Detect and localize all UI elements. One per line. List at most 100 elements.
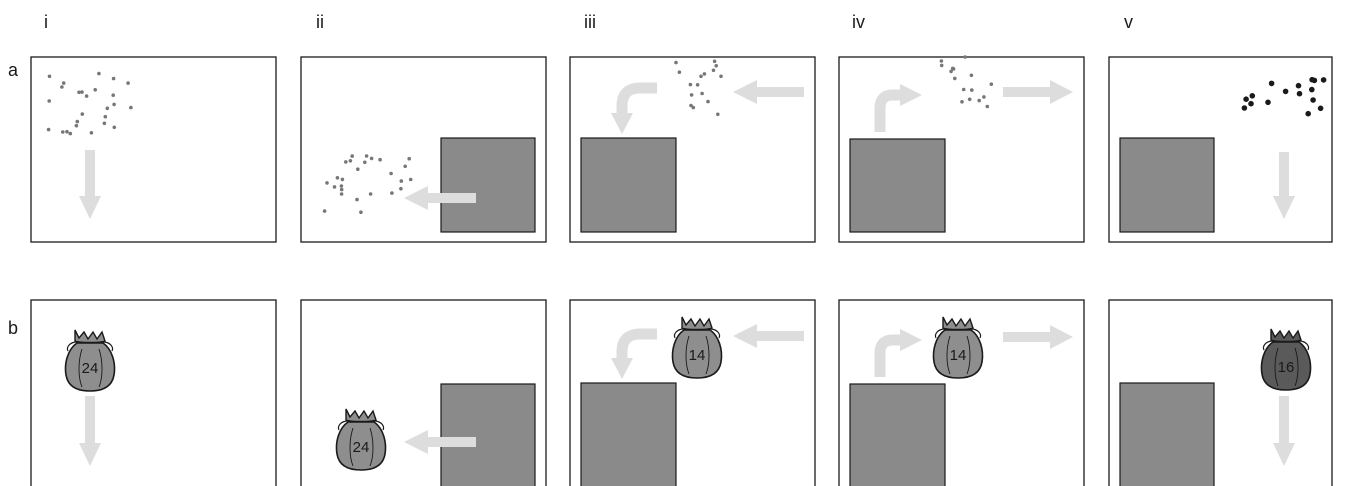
row-label-b: b xyxy=(8,318,18,338)
dot xyxy=(60,85,64,89)
dot xyxy=(1296,90,1303,97)
occluder-block xyxy=(849,383,946,486)
dot-cloud xyxy=(939,55,994,109)
dot xyxy=(985,104,990,109)
dot xyxy=(74,123,79,128)
panel-a-iii xyxy=(569,56,816,243)
panel-a-v xyxy=(1108,56,1333,243)
dot xyxy=(332,185,337,189)
dot xyxy=(399,179,404,183)
dot xyxy=(103,114,108,119)
dot xyxy=(1265,99,1271,106)
occluder-block xyxy=(849,138,946,233)
dot xyxy=(369,156,374,161)
dot xyxy=(1243,96,1249,102)
dot xyxy=(111,76,116,81)
dot xyxy=(1305,110,1311,117)
dot xyxy=(977,98,981,103)
dot xyxy=(1295,82,1302,89)
left-arrow-icon xyxy=(404,186,476,210)
dot xyxy=(350,154,355,158)
dot xyxy=(1268,80,1275,87)
dot xyxy=(706,99,710,104)
column-label-ii: ii xyxy=(316,12,324,32)
dot xyxy=(1309,76,1315,83)
dot xyxy=(112,102,116,107)
dot xyxy=(695,83,700,87)
dot xyxy=(97,71,101,76)
dot xyxy=(677,70,682,74)
bag-count: 24 xyxy=(353,439,370,456)
dot xyxy=(1282,88,1289,95)
dot xyxy=(129,105,133,110)
dot xyxy=(126,81,130,85)
dot xyxy=(363,160,367,165)
dot xyxy=(359,210,363,214)
row-label-a: a xyxy=(8,60,19,80)
dot xyxy=(102,121,107,126)
panel-frame xyxy=(30,56,277,243)
right-arrow-icon xyxy=(1003,80,1073,104)
down-arrow-icon xyxy=(1273,396,1295,466)
occluder-block xyxy=(580,137,677,233)
coin-bag-icon: 24 xyxy=(335,408,387,471)
dot-cloud xyxy=(1241,76,1327,117)
dot xyxy=(969,73,974,78)
dot xyxy=(407,156,412,161)
dot-cloud xyxy=(674,59,723,117)
dot xyxy=(951,67,956,71)
dot xyxy=(355,197,359,202)
dot xyxy=(1310,97,1316,103)
dot xyxy=(716,112,720,117)
panel-a-iv xyxy=(838,55,1085,243)
left-arrow-icon xyxy=(733,80,804,104)
coin-bag-icon: 16 xyxy=(1260,328,1312,391)
column-label-iv: iv xyxy=(852,12,865,32)
dot xyxy=(325,181,329,185)
dot xyxy=(700,91,704,96)
occluder-block xyxy=(580,382,677,486)
coin-bag-icon: 24 xyxy=(64,329,116,392)
dot xyxy=(689,93,694,97)
dot xyxy=(339,184,344,188)
dot xyxy=(1317,105,1324,112)
dot xyxy=(702,72,707,76)
dot xyxy=(47,99,51,103)
occluder-block xyxy=(1119,382,1215,486)
dot xyxy=(364,154,369,158)
dot xyxy=(84,94,89,98)
dot xyxy=(403,164,408,169)
dot xyxy=(389,171,393,176)
dot xyxy=(112,125,117,130)
bag-count: 16 xyxy=(1278,359,1295,376)
dot xyxy=(75,119,80,124)
dot xyxy=(1309,86,1315,93)
dot xyxy=(719,74,723,79)
dot xyxy=(967,97,972,102)
dot xyxy=(335,176,340,180)
left-arrow-icon xyxy=(404,430,476,454)
dot xyxy=(961,87,966,92)
dot xyxy=(68,131,73,136)
dot xyxy=(1320,77,1327,83)
dot xyxy=(691,105,696,110)
dot xyxy=(46,127,51,132)
dot xyxy=(356,167,360,171)
dot xyxy=(368,192,373,196)
panel-b-iii: 14 xyxy=(569,299,816,486)
dot xyxy=(939,63,944,68)
column-label-i: i xyxy=(44,12,48,32)
dot-cloud xyxy=(322,154,413,214)
dot xyxy=(339,187,344,192)
occluder-block xyxy=(440,137,536,233)
bag-count: 24 xyxy=(82,360,99,377)
dot xyxy=(1249,93,1256,99)
column-label-v: v xyxy=(1124,12,1133,32)
bag-count: 14 xyxy=(689,347,706,364)
dot xyxy=(689,103,693,108)
panel-b-ii: 24 xyxy=(300,299,547,486)
dot xyxy=(688,82,693,87)
dot xyxy=(949,69,953,74)
right-arrow-icon xyxy=(1003,325,1073,349)
